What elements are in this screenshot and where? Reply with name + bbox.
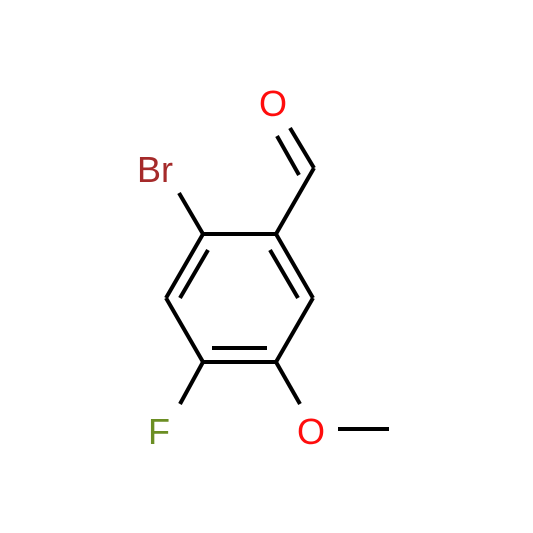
ring-bond-c5-c6: [164, 296, 205, 364]
bond-aldehyde-c-o-1: [288, 126, 316, 170]
ring-inner-double-bond-left: [178, 248, 210, 300]
bond-c4-methoxy-oxygen: [274, 361, 302, 405]
atom-label-methoxy-oxygen: O: [297, 411, 325, 452]
bond-aldehyde-c-o-2: [275, 135, 301, 176]
ring-bond-c2-c3: [274, 232, 315, 300]
ring-inner-double-bond-right: [268, 248, 300, 300]
atom-label-aldehyde-oxygen: O: [259, 83, 287, 124]
atom-label-fluorine: F: [148, 411, 170, 452]
bond-c1-bromine: [177, 191, 205, 236]
bond-c2-aldehyde-carbon: [274, 167, 316, 235]
bond-c5-fluorine: [178, 361, 205, 405]
atom-label-bromine: Br: [137, 149, 173, 190]
ring-bond-c6-c1: [164, 232, 205, 300]
ring-bond-c3-c4: [274, 296, 315, 364]
